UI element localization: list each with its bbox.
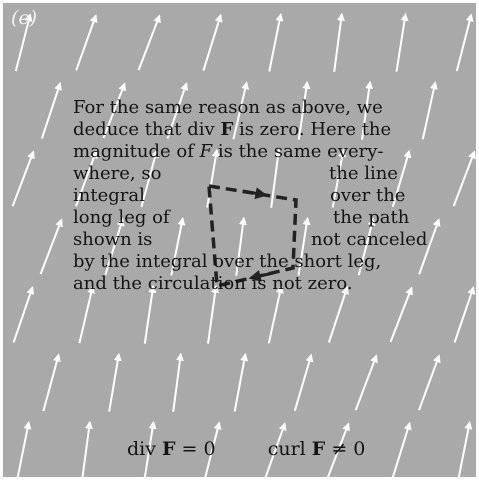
field-arrow bbox=[13, 152, 34, 206]
field-arrow bbox=[17, 423, 28, 477]
text-line-6-left: long leg of bbox=[73, 207, 170, 229]
field-arrow bbox=[458, 423, 469, 477]
text-line-6-right: the path bbox=[333, 207, 409, 229]
formula: div F = 0 curl F ≠ 0 bbox=[127, 438, 365, 460]
field-arrow bbox=[455, 288, 474, 343]
field-arrow bbox=[43, 355, 58, 411]
field-arrow bbox=[139, 16, 160, 70]
field-arrow bbox=[356, 356, 377, 410]
text-line-1: For the same reason as above, we bbox=[73, 97, 383, 119]
field-arrow bbox=[457, 15, 471, 71]
div-formula: div F = 0 bbox=[127, 438, 216, 460]
text-line-7-left: shown is bbox=[73, 229, 152, 251]
path-arrow-top bbox=[243, 191, 265, 195]
diagram-panel: (e) For the same reason as above, we ded… bbox=[3, 3, 476, 477]
text-line-2: deduce that div F is zero. Here the bbox=[73, 119, 391, 141]
field-arrow bbox=[392, 423, 409, 477]
field-arrow bbox=[14, 288, 33, 343]
field-arrow bbox=[82, 422, 90, 477]
text-line-4-right: the line bbox=[329, 163, 398, 185]
field-arrow bbox=[235, 355, 246, 412]
field-arrow bbox=[329, 288, 347, 343]
field-arrow bbox=[79, 287, 92, 343]
field-arrow bbox=[203, 15, 220, 70]
field-arrow bbox=[295, 355, 311, 411]
field-arrow bbox=[42, 84, 60, 139]
text-line-5-right: over the bbox=[330, 185, 405, 207]
field-arrow bbox=[391, 288, 412, 342]
field-arrow bbox=[269, 15, 280, 72]
text-line-3: magnitude of F is the same every- bbox=[73, 141, 384, 163]
curl-formula: curl F ≠ 0 bbox=[268, 438, 366, 460]
text-line-7-right: not canceled bbox=[311, 229, 427, 251]
field-arrow bbox=[454, 152, 475, 206]
text-line-5-left: integral bbox=[73, 185, 145, 207]
field-arrow bbox=[269, 287, 281, 344]
text-line-9: and the circulation is not zero. bbox=[73, 273, 353, 295]
field-arrow bbox=[41, 220, 62, 274]
field-arrow bbox=[397, 14, 406, 71]
text-line-8: by the integral over the short leg, bbox=[73, 251, 381, 273]
field-arrow bbox=[109, 354, 119, 411]
field-arrow bbox=[419, 356, 439, 410]
panel-label: (e) bbox=[11, 7, 37, 29]
text-line-4-left: where, so bbox=[73, 163, 161, 185]
field-arrow bbox=[76, 16, 96, 71]
field-arrow bbox=[173, 354, 181, 412]
field-arrow bbox=[423, 83, 435, 140]
field-arrow bbox=[334, 14, 342, 71]
